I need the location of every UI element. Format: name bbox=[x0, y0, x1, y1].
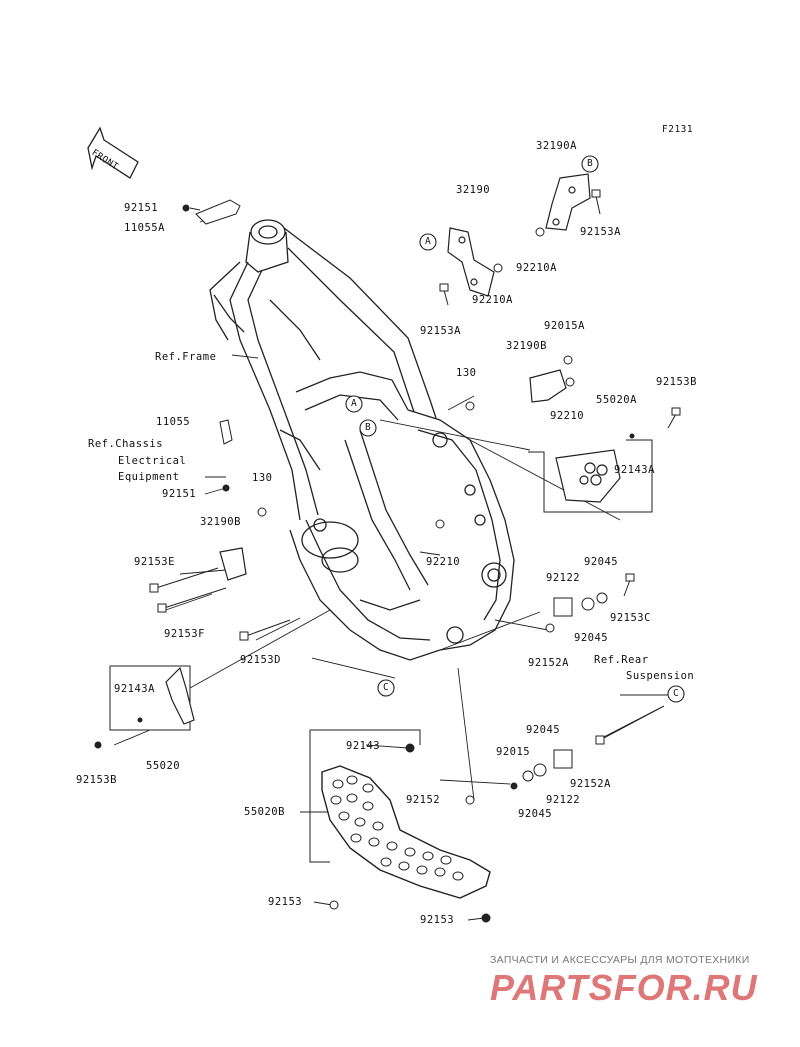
part-label: 92143 bbox=[346, 740, 381, 752]
bracket-32190B-left bbox=[219, 547, 247, 581]
frame-guard-55020 bbox=[165, 666, 195, 725]
front-arrow-icon bbox=[87, 126, 139, 179]
part-label: 92143A bbox=[114, 683, 155, 695]
watermark-tagline: ЗАПЧАСТИ И АКСЕССУАРЫ ДЛЯ МОТОТЕХНИКИ bbox=[490, 954, 750, 966]
bracket-32190A bbox=[545, 173, 591, 231]
part-label: 92045 bbox=[574, 632, 609, 644]
part-label: 92045 bbox=[526, 724, 561, 736]
part-label: 92153B bbox=[656, 376, 697, 388]
part-label: 11055A bbox=[124, 222, 165, 234]
part-label: 92153A bbox=[580, 226, 621, 238]
part-label: 92152A bbox=[528, 657, 569, 669]
main-frame bbox=[209, 219, 515, 661]
part-label: 55020 bbox=[146, 760, 181, 772]
part-label: 32190A bbox=[536, 140, 577, 152]
callout-c-rear: C bbox=[673, 688, 680, 699]
part-label: 32190 bbox=[456, 184, 491, 196]
part-label: 32190B bbox=[506, 340, 547, 352]
callout-a-top: A bbox=[425, 236, 432, 247]
collars bbox=[522, 592, 608, 782]
figure-code: F2131 bbox=[662, 124, 694, 135]
part-label: 92153B bbox=[76, 774, 117, 786]
bracket-32190B-right bbox=[529, 369, 567, 403]
callout-b-frame: B bbox=[365, 422, 372, 433]
part-label: 92153 bbox=[420, 914, 455, 926]
part-label: 11055 bbox=[156, 416, 191, 428]
ref-chassis-label: Ref.Chassis bbox=[88, 438, 164, 450]
part-label: 92122 bbox=[546, 794, 581, 806]
ref-chassis-label: Equipment bbox=[118, 471, 180, 483]
part-label: 55020A bbox=[596, 394, 637, 406]
part-label: 130 bbox=[456, 367, 477, 379]
part-label: 92210 bbox=[550, 410, 585, 422]
frame-guard-55020A bbox=[555, 449, 621, 503]
part-label: 92153E bbox=[134, 556, 175, 568]
bracket-32190 bbox=[447, 227, 495, 297]
ref-rear-suspension-label: Suspension bbox=[626, 670, 695, 682]
part-label: 92151 bbox=[124, 202, 159, 214]
part-label: 130 bbox=[252, 472, 273, 484]
part-label: 92045 bbox=[518, 808, 553, 820]
watermark-brand: PARTSFOR.RU bbox=[490, 967, 758, 1008]
part-label: 92015A bbox=[544, 320, 585, 332]
part-label: 92122 bbox=[546, 572, 581, 584]
callout-b-top: B bbox=[587, 158, 594, 169]
callout-circles bbox=[345, 155, 685, 703]
part-label: 32190B bbox=[200, 516, 241, 528]
ref-frame-label: Ref.Frame bbox=[155, 351, 217, 363]
callout-a-frame: A bbox=[351, 398, 358, 409]
part-label: 92152A bbox=[570, 778, 611, 790]
part-label: 92143A bbox=[614, 464, 655, 476]
part-label: 92153 bbox=[268, 896, 303, 908]
ref-chassis-label: Electrical bbox=[118, 455, 187, 467]
leader-lines bbox=[113, 207, 668, 921]
part-label: 55020B bbox=[244, 806, 285, 818]
part-label: 92151 bbox=[162, 488, 197, 500]
part-label: 92045 bbox=[584, 556, 619, 568]
ref-rear-suspension-label: Ref.Rear bbox=[594, 654, 649, 666]
part-label: 92153A bbox=[420, 325, 461, 337]
part-label: 92153D bbox=[240, 654, 281, 666]
skid-plate-55020B bbox=[321, 765, 491, 899]
part-label: 92210A bbox=[516, 262, 557, 274]
callout-c-frame: C bbox=[383, 682, 390, 693]
part-label: 92015 bbox=[496, 746, 531, 758]
part-label: 92153F bbox=[164, 628, 205, 640]
bolts bbox=[94, 189, 681, 923]
part-label: 92210 bbox=[426, 556, 461, 568]
part-label: 92152 bbox=[406, 794, 441, 806]
part-label: 92153C bbox=[610, 612, 651, 624]
part-label: 92210A bbox=[472, 294, 513, 306]
